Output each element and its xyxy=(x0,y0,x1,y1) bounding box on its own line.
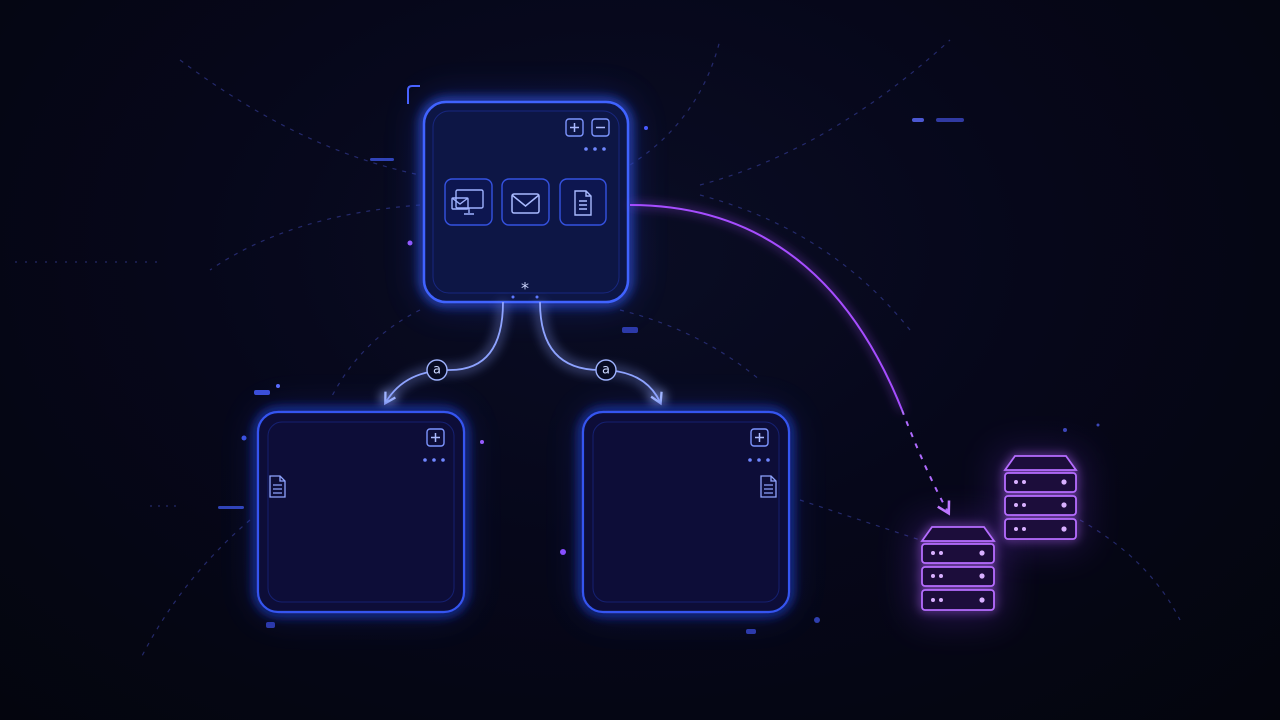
bg-arc-5 xyxy=(699,194,911,331)
particle-dash xyxy=(622,327,638,333)
branch-left-badge[interactable]: a xyxy=(426,359,448,381)
particle-dash xyxy=(266,622,275,628)
child-left-frame xyxy=(256,410,466,614)
branch-right-path xyxy=(539,301,663,406)
devices-mail-icon xyxy=(451,189,484,215)
bg-arc-8 xyxy=(139,519,251,661)
particle-dot xyxy=(480,440,484,444)
particle-dot xyxy=(560,549,566,555)
plus-icon xyxy=(431,433,440,442)
particle-dot xyxy=(276,384,280,388)
document-icon xyxy=(269,475,286,498)
particle-dot xyxy=(1063,428,1067,432)
server-1-leds xyxy=(931,550,985,603)
ambient-particles xyxy=(218,118,1100,634)
root-minus-box xyxy=(591,118,610,137)
bg-arc-7 xyxy=(619,309,761,381)
root-node[interactable]: * xyxy=(422,100,630,304)
branch-right-badge[interactable]: a xyxy=(595,359,617,381)
root-node-inner-frame xyxy=(432,110,620,294)
child-right-more-dots-icon[interactable] xyxy=(748,458,770,462)
child-node-right[interactable] xyxy=(581,410,791,614)
particle-dot xyxy=(1096,423,1100,427)
particle-dash xyxy=(936,118,964,122)
root-plus-box xyxy=(565,118,584,137)
export-connector xyxy=(629,204,903,411)
bg-arc-10 xyxy=(1079,519,1181,621)
document-icon xyxy=(760,475,777,498)
particle-dash xyxy=(218,506,244,509)
child-left-inner-frame xyxy=(267,421,455,603)
corner-bracket xyxy=(407,85,420,104)
root-marker: * xyxy=(521,279,529,298)
server-2-unit xyxy=(1004,495,1077,516)
server-stack-1-icon[interactable] xyxy=(920,526,996,611)
document-tile[interactable] xyxy=(559,178,607,226)
particle-dot xyxy=(814,617,820,623)
server-stack-2-icon[interactable] xyxy=(1003,455,1078,540)
document-icon xyxy=(574,190,592,216)
bg-arc-4 xyxy=(699,39,951,186)
bg-arc-3 xyxy=(629,39,721,166)
server-1-unit xyxy=(921,566,995,587)
child-right-expand-button[interactable] xyxy=(750,428,769,447)
branch-connectors xyxy=(384,301,663,406)
server-2-leds xyxy=(1014,479,1067,532)
particle-dot xyxy=(241,435,247,441)
root-expand-button[interactable] xyxy=(565,118,584,137)
particle-dash xyxy=(254,390,270,395)
branch-right-label: a xyxy=(602,363,610,378)
server-2-cap xyxy=(1003,455,1078,471)
root-ports xyxy=(511,295,539,299)
tile-frame xyxy=(559,178,607,226)
plus-icon xyxy=(755,433,764,442)
devices-mail-tile[interactable] xyxy=(444,178,493,226)
plus-icon xyxy=(570,123,579,132)
server-1-cap xyxy=(920,526,996,542)
server-2-unit xyxy=(1004,472,1077,493)
particle-dot xyxy=(407,240,413,246)
server-1-unit xyxy=(921,543,995,564)
bg-arc-9 xyxy=(799,499,921,541)
particle-dash xyxy=(370,158,394,161)
root-collapse-button[interactable] xyxy=(591,118,610,137)
bg-arc-1 xyxy=(179,59,421,176)
bg-arc-6 xyxy=(329,309,421,401)
mail-icon xyxy=(511,193,540,214)
background-dashed-lines xyxy=(15,39,1181,661)
particle-dash xyxy=(912,118,924,122)
mail-tile[interactable] xyxy=(501,178,550,226)
server-1-unit xyxy=(921,589,995,611)
branch-left-path xyxy=(384,301,504,406)
root-more-dots-icon[interactable] xyxy=(584,147,606,151)
child-node-left[interactable] xyxy=(256,410,466,614)
particle-dash xyxy=(746,629,756,634)
export-connector-dashed xyxy=(901,409,951,516)
child-right-frame xyxy=(581,410,791,614)
server-2-unit xyxy=(1004,518,1077,540)
badge-circle xyxy=(426,359,448,381)
bg-arc-2 xyxy=(209,204,421,271)
badge-circle xyxy=(595,359,617,381)
child-right-inner-frame xyxy=(592,421,780,603)
child-left-more-dots-icon[interactable] xyxy=(423,458,445,462)
particle-dot xyxy=(644,126,648,130)
tile-frame xyxy=(501,178,550,226)
child-left-expand-button[interactable] xyxy=(426,428,445,447)
branch-left-label: a xyxy=(433,363,441,378)
